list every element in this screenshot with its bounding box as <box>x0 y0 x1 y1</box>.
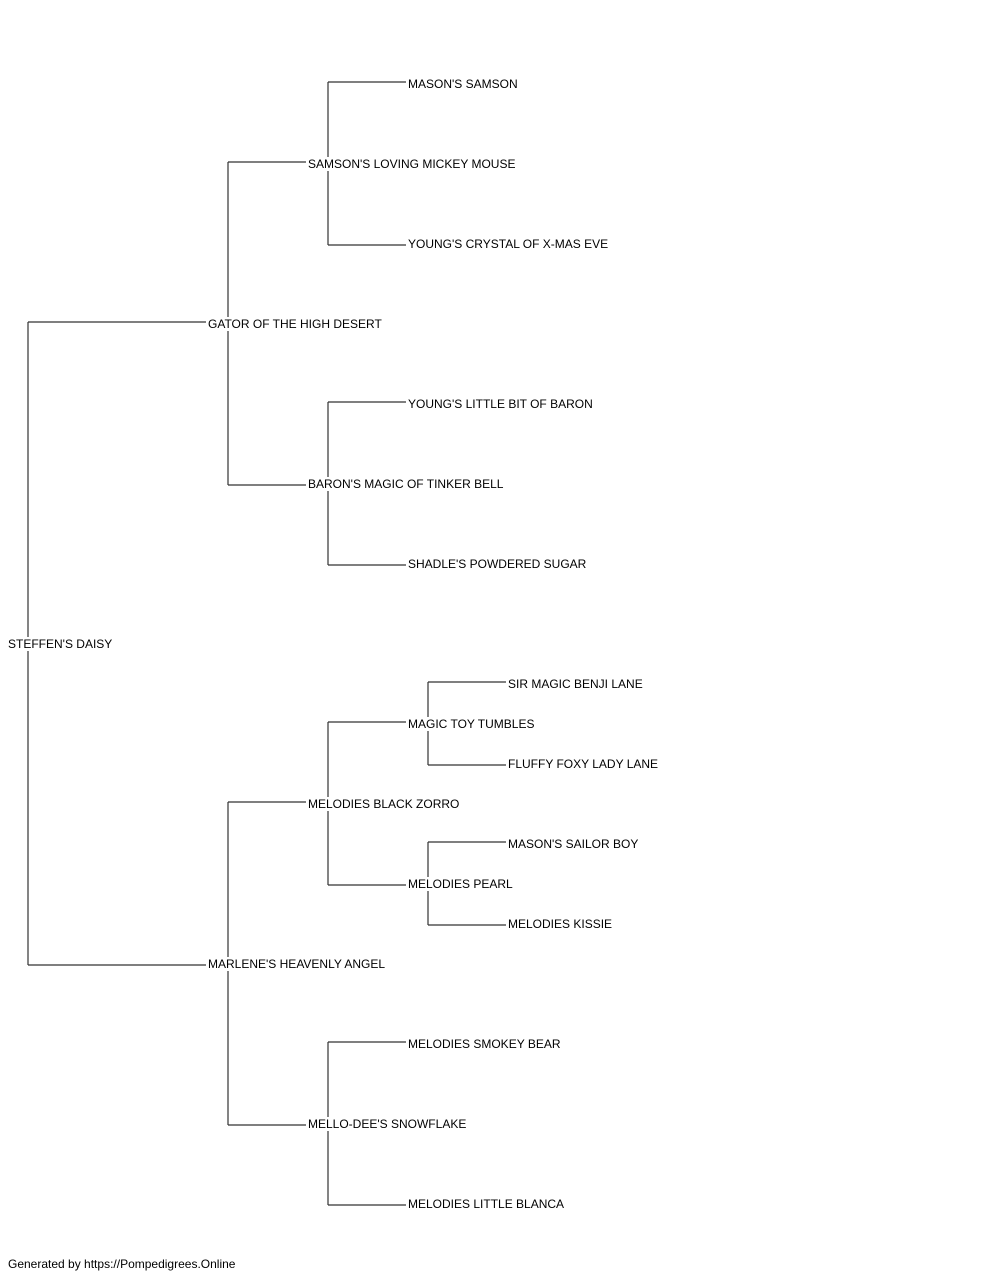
ancestor-name: MELODIES PEARL <box>408 877 513 891</box>
subject-dog-name: STEFFEN'S DAISY <box>8 637 113 651</box>
sire-name: GATOR OF THE HIGH DESERT <box>208 317 382 331</box>
paternal-grandsire-name: SAMSON'S LOVING MICKEY MOUSE <box>308 157 516 171</box>
paternal-granddam-name: BARON'S MAGIC OF TINKER BELL <box>308 477 504 491</box>
ancestor-name: SIR MAGIC BENJI LANE <box>508 677 643 691</box>
ancestor-name: FLUFFY FOXY LADY LANE <box>508 757 659 771</box>
ancestor-name: YOUNG'S LITTLE BIT OF BARON <box>408 397 593 411</box>
dam-name: MARLENE'S HEAVENLY ANGEL <box>208 957 386 971</box>
maternal-grandsire-name: MELODIES BLACK ZORRO <box>308 797 460 811</box>
ancestor-name: YOUNG'S CRYSTAL OF X-MAS EVE <box>408 237 609 251</box>
ancestor-name: MELODIES LITTLE BLANCA <box>408 1197 565 1211</box>
maternal-granddam-name: MELLO-DEE'S SNOWFLAKE <box>308 1117 467 1131</box>
ancestor-name: MELODIES KISSIE <box>508 917 613 931</box>
ancestor-name: MELODIES SMOKEY BEAR <box>408 1037 561 1051</box>
ancestor-name: MASON'S SAILOR BOY <box>508 837 639 851</box>
generated-by-footer: Generated by https://Pompedigrees.Online <box>8 1257 236 1271</box>
ancestor-name: MASON'S SAMSON <box>408 77 518 91</box>
ancestor-name: MAGIC TOY TUMBLES <box>408 717 535 731</box>
ancestor-name: SHADLE'S POWDERED SUGAR <box>408 557 587 571</box>
